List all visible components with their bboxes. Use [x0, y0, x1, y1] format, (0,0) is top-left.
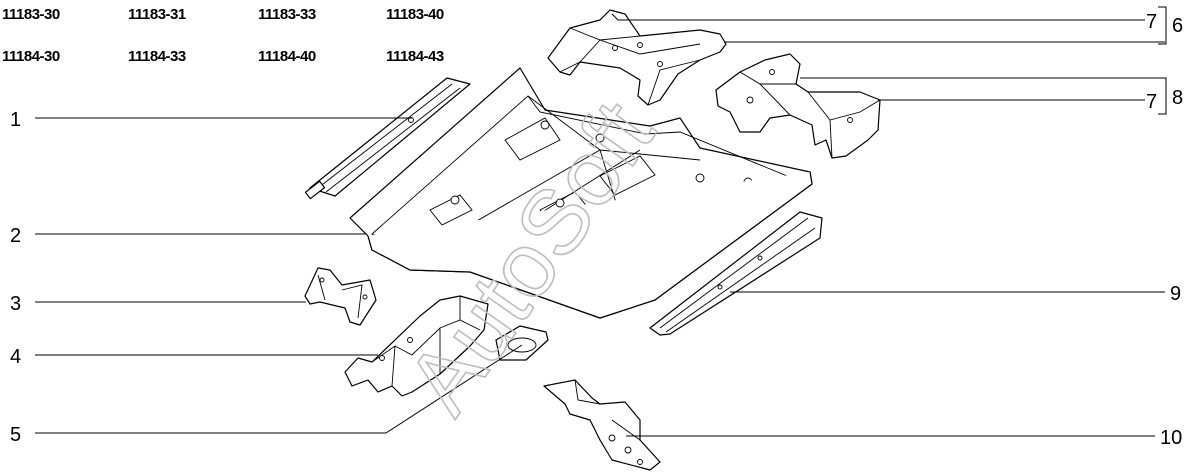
callout-10: 10: [1160, 427, 1182, 449]
part-9-side-sill: [649, 211, 823, 336]
part-code: 11183-30: [2, 6, 60, 23]
callout-6: 6: [1172, 15, 1183, 37]
part-3-bracket: [304, 267, 377, 326]
part-code: 11184-30: [2, 48, 60, 65]
callout-3: 3: [10, 293, 21, 315]
part-2-floor-panel: [349, 67, 813, 319]
callout-numbers: 1 2 3 4 5 7 6 7 8 9 10: [10, 11, 1183, 449]
leader-5: [35, 344, 523, 434]
part-code: 11184-33: [128, 48, 186, 65]
leader-7a: [611, 13, 1145, 21]
callout-9: 9: [1170, 283, 1181, 305]
callout-7b: 7: [1146, 91, 1157, 113]
part-5-cover-plate: [495, 325, 549, 361]
callout-8: 8: [1172, 87, 1183, 109]
bracket-6: [1158, 6, 1167, 45]
part-code: 11184-40: [258, 48, 316, 65]
callout-7a: 7: [1146, 11, 1157, 33]
part-code: 11183-31: [128, 6, 186, 23]
part-code: 11183-33: [258, 6, 316, 23]
leader-lines: [35, 13, 1165, 437]
part-4-tunnel-section: [344, 295, 489, 397]
part-8-crossmember: [715, 53, 881, 159]
part-code-table: 11183-30 11183-31 11183-33 11183-40 1118…: [2, 6, 444, 65]
callout-2: 2: [10, 225, 21, 247]
part-1-sill-reinforcement: [304, 77, 471, 200]
part-10-reinforcement: [543, 379, 661, 471]
part-6-crossmember: [547, 9, 727, 106]
callout-4: 4: [10, 346, 21, 368]
callout-5: 5: [10, 424, 21, 446]
callout-1: 1: [10, 109, 21, 131]
part-code: 11184-43: [386, 48, 444, 65]
part-code: 11183-40: [386, 6, 444, 23]
bracket-8: [1158, 77, 1167, 115]
